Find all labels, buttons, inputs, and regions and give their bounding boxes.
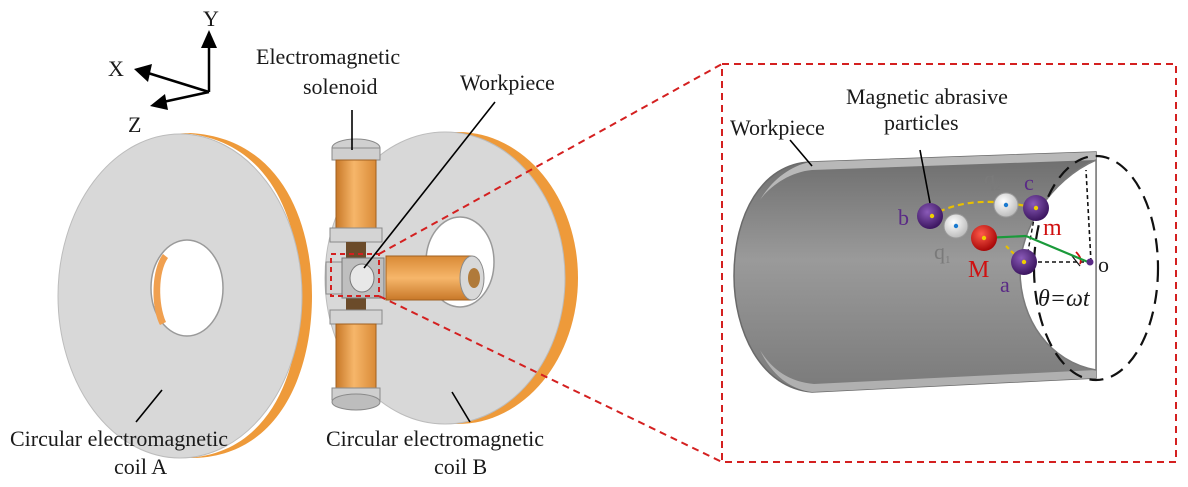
detail-label-a: a (1000, 272, 1010, 297)
x-arrowhead (134, 64, 152, 82)
label-coil-a-line2: coil A (114, 454, 167, 479)
label-workpiece: Workpiece (460, 70, 555, 95)
solenoid-top-coil (336, 160, 376, 230)
detail-label-workpiece: Workpiece (730, 115, 825, 140)
z-arrowhead (150, 94, 168, 110)
detail-label-M: M (968, 257, 989, 283)
x-axis-arrow (148, 73, 209, 92)
y-arrowhead (201, 30, 217, 48)
particle-b (917, 203, 943, 229)
axes-triad: Y X Z (108, 6, 219, 137)
label-solenoid-line1: Electromagnetic (256, 44, 400, 69)
solenoid-right-coil (386, 256, 472, 300)
coil-a-disc (58, 133, 312, 458)
detail-label-o: o (1098, 252, 1109, 277)
particle-M (971, 225, 997, 251)
detail-label-b: b (898, 205, 909, 230)
label-coil-b-line1: Circular electromagnetic (326, 426, 544, 451)
x-axis-label: X (108, 56, 124, 81)
z-axis-label: Z (128, 112, 141, 137)
detail-label-theta: θ=ωt (1038, 286, 1091, 312)
detail-label-particles-line1: Magnetic abrasive (846, 84, 1008, 109)
y-axis-label: Y (203, 6, 219, 31)
detail-label-particles-line2: particles (884, 110, 959, 135)
z-axis-arrow (163, 92, 209, 102)
label-solenoid-line2: solenoid (303, 74, 378, 99)
particle-a (1011, 249, 1037, 275)
center-o (1087, 259, 1094, 266)
particle-q1 (944, 214, 968, 238)
label-coil-b-line2: coil B (434, 454, 487, 479)
label-coil-a-line1: Circular electromagnetic (10, 426, 228, 451)
detail-pipe (734, 152, 1096, 392)
detail-label-c: c (1024, 170, 1034, 195)
leader-detail-workpiece (790, 140, 812, 166)
solenoid-bottom-coil (336, 324, 376, 390)
particle-q2 (994, 193, 1018, 217)
detail-label-m: m (1043, 215, 1062, 241)
